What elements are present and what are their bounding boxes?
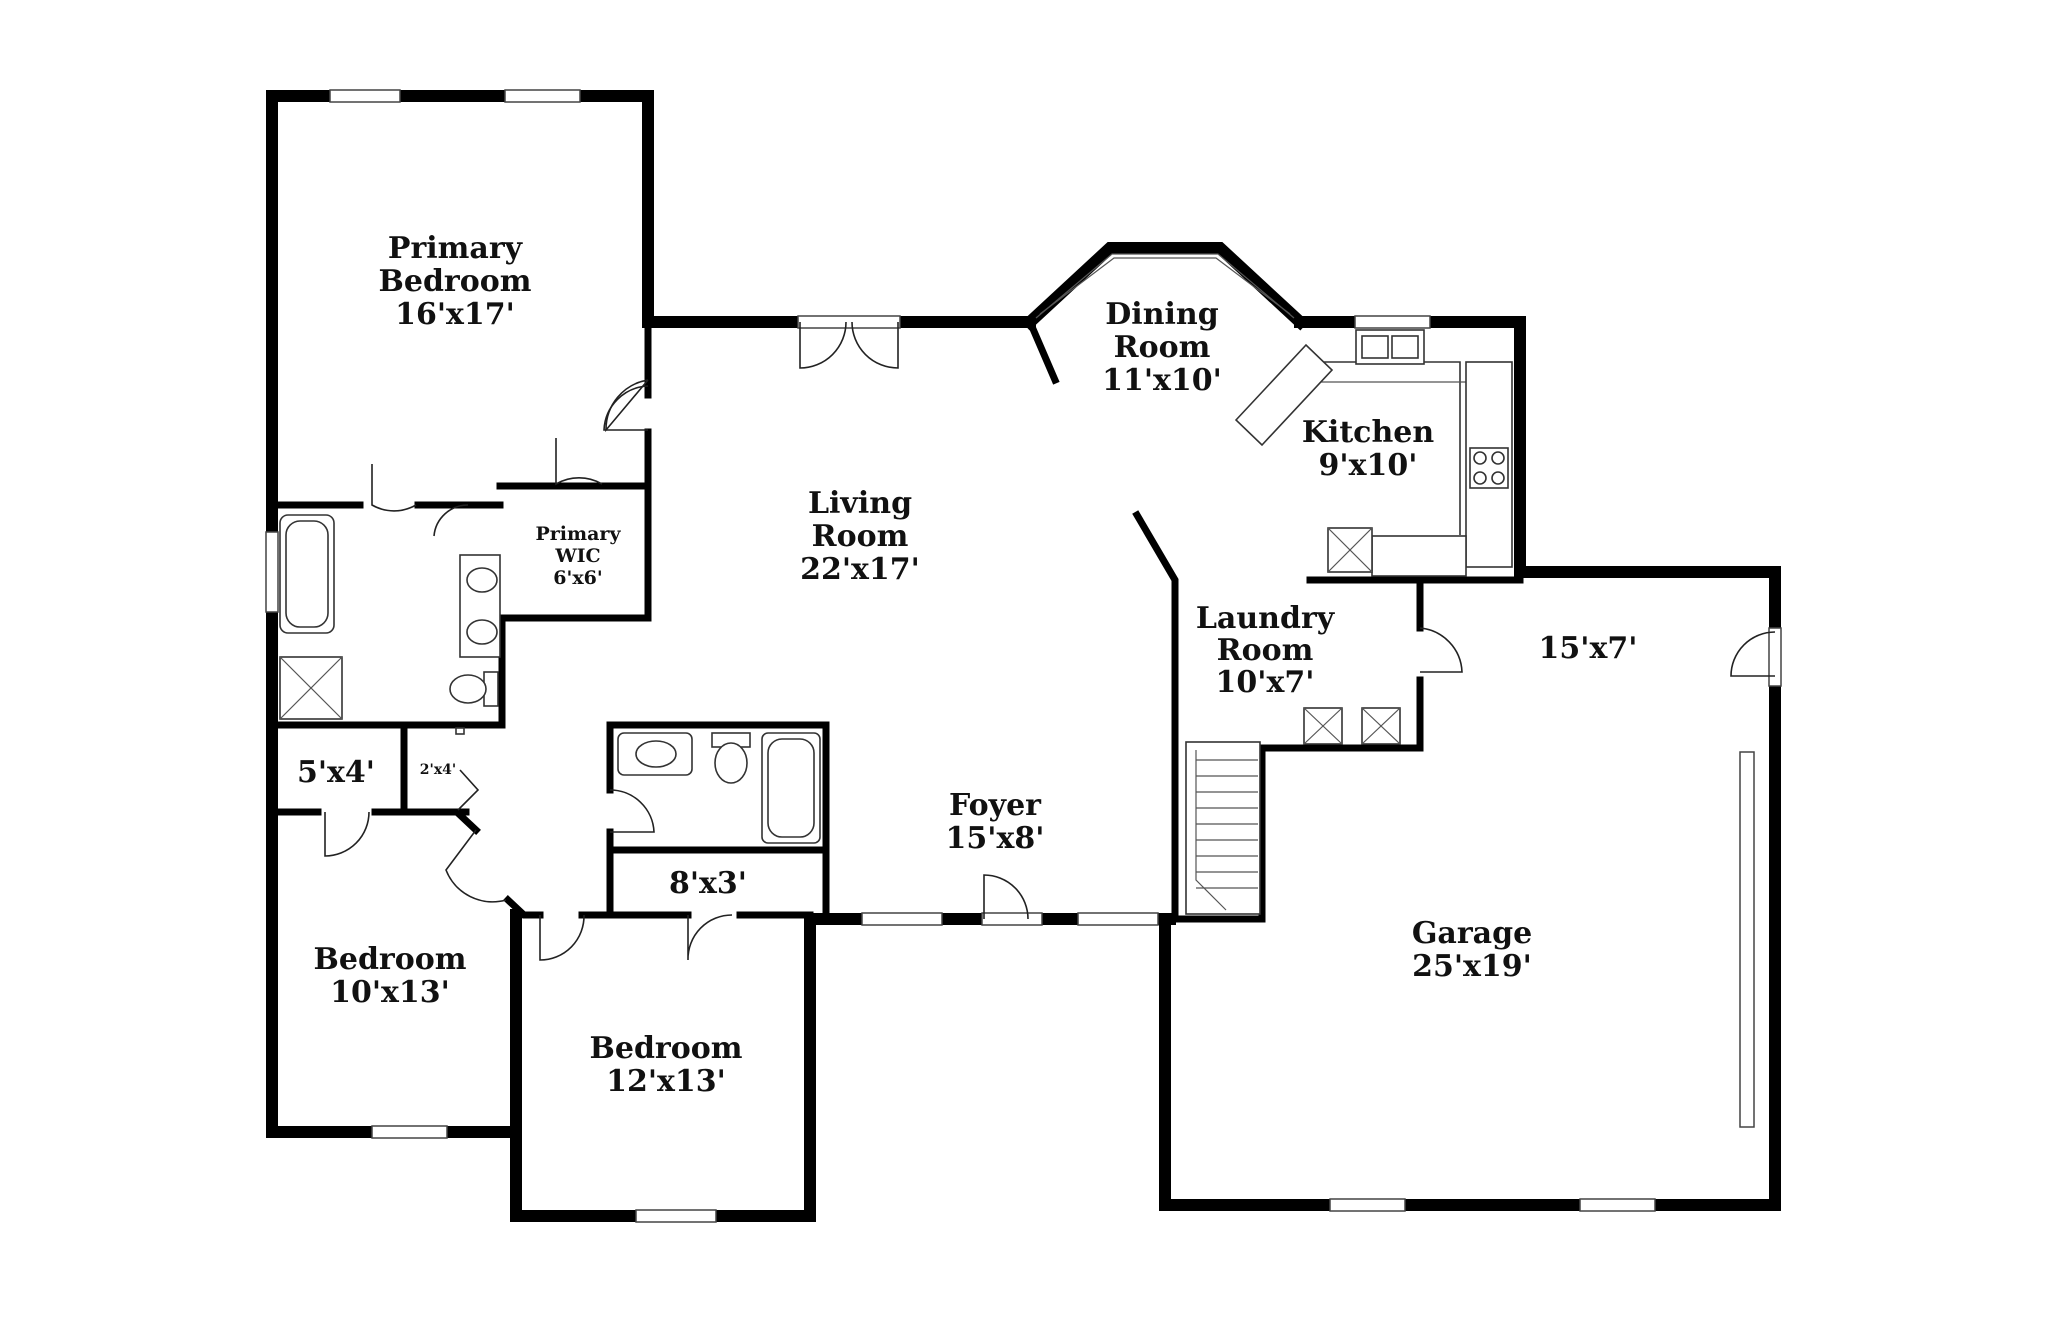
interior-walls xyxy=(268,317,1524,923)
dining-room-size: 11'x10' xyxy=(1102,363,1222,398)
sink xyxy=(635,740,677,768)
window xyxy=(1579,1198,1656,1212)
primary-bedroom-size: 16'x17' xyxy=(395,297,515,332)
living-room-name-2: Room xyxy=(812,519,909,554)
window xyxy=(371,1125,448,1139)
dining-room-name-1: Dining xyxy=(1105,297,1218,332)
counter xyxy=(1371,535,1467,577)
primary-wic-size: 6'x6' xyxy=(553,567,602,589)
window xyxy=(861,912,943,926)
garage-door xyxy=(1739,751,1755,1128)
sink xyxy=(466,619,498,645)
stairs xyxy=(1185,741,1261,915)
bedroom-3-size: 12'x13' xyxy=(606,1064,726,1099)
windows xyxy=(265,89,1755,1223)
dining-bay-window xyxy=(1021,242,1309,331)
primary-bedroom-name-1: Primary xyxy=(388,231,524,266)
closet-a-size: 5'x4' xyxy=(297,755,375,790)
window xyxy=(1354,315,1431,329)
primary-bedroom-name-2: Bedroom xyxy=(379,264,532,299)
garage-name: Garage xyxy=(1412,916,1532,951)
foyer-name: Foyer xyxy=(949,788,1042,823)
laundry-room-name-1: Laundry xyxy=(1196,601,1336,636)
window xyxy=(635,1209,717,1223)
kitchen-island xyxy=(1234,343,1334,447)
living-room-size: 22'x17' xyxy=(800,552,920,587)
bedroom-2-size: 10'x13' xyxy=(330,975,450,1010)
sink xyxy=(466,567,498,593)
foyer-size: 15'x8' xyxy=(946,821,1045,856)
window xyxy=(1329,1198,1406,1212)
closet-c-size: 8'x3' xyxy=(669,866,747,901)
living-room-name-1: Living xyxy=(808,486,912,521)
window xyxy=(1077,912,1159,926)
window xyxy=(329,89,401,103)
bedroom-3-name: Bedroom xyxy=(590,1031,743,1066)
room-labels: Primary Bedroom 16'x17' Living Room 22'x… xyxy=(297,231,1637,1099)
laundry-room-name-2: Room xyxy=(1217,633,1314,668)
dining-room-name-2: Room xyxy=(1114,330,1211,365)
storage-size: 15'x7' xyxy=(1539,631,1638,666)
bedroom-2-name: Bedroom xyxy=(314,942,467,977)
window xyxy=(504,89,581,103)
kitchen-size: 9'x10' xyxy=(1319,448,1418,483)
primary-wic-name-2: WIC xyxy=(554,545,600,567)
window xyxy=(265,531,279,613)
fixtures xyxy=(279,329,1513,915)
garage-size: 25'x19' xyxy=(1412,949,1532,984)
laundry-room-size: 10'x7' xyxy=(1216,665,1315,700)
primary-wic-name-1: Primary xyxy=(536,523,622,545)
kitchen-name: Kitchen xyxy=(1302,415,1434,450)
closet-b-size: 2'x4' xyxy=(420,762,456,778)
doors xyxy=(324,315,1782,961)
